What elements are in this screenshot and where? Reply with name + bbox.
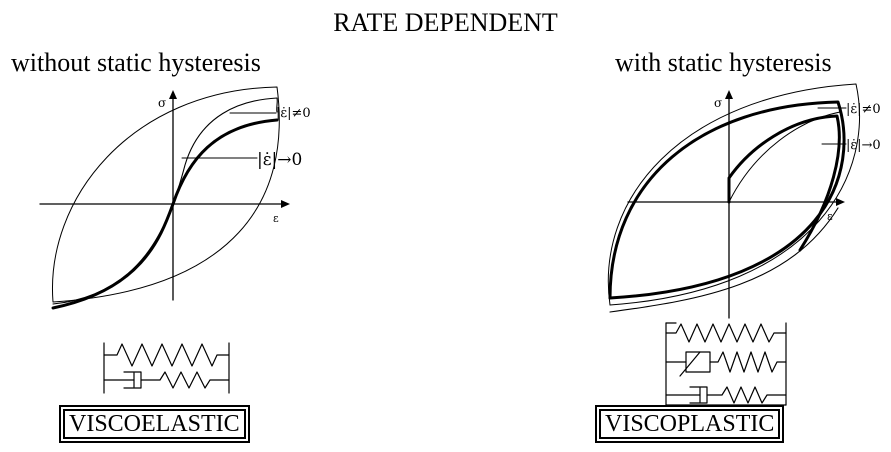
left-stress-arrowhead bbox=[169, 90, 177, 99]
right-stress-arrowhead bbox=[725, 90, 733, 99]
main-title: RATE DEPENDENT bbox=[333, 8, 558, 37]
right-axis-epsilon-label: ε bbox=[827, 210, 833, 223]
viscoplastic-label: VISCOPLASTIC bbox=[599, 409, 781, 439]
right-virgin-curve-thick bbox=[727, 114, 841, 252]
viscoplastic-label-box: VISCOPLASTIC bbox=[595, 405, 785, 443]
left-rate-zero-label: |ε̇|→0 bbox=[257, 150, 302, 170]
left-rate-loop bbox=[52, 97, 278, 305]
right-rate-zero-label: |ε̇|→0 bbox=[846, 138, 881, 153]
left-axis-epsilon-label: ε bbox=[273, 212, 279, 225]
left-strain-arrowhead bbox=[281, 200, 290, 208]
right-rate-loop bbox=[609, 207, 839, 313]
viscoelastic-label: VISCOELASTIC bbox=[63, 409, 246, 439]
viscoelastic-label-box: VISCOELASTIC bbox=[59, 405, 250, 443]
right-model-spring-top bbox=[665, 323, 787, 343]
right-virgin-curve-thin bbox=[728, 111, 841, 203]
left-rate-nonzero-label: |ε̇|≠0 bbox=[276, 106, 311, 121]
left-model-spring bbox=[103, 343, 230, 367]
left-model-spring-2 bbox=[140, 371, 230, 389]
right-strain-arrowhead bbox=[836, 198, 845, 206]
left-axis-sigma-label: σ bbox=[158, 96, 166, 110]
right-rheological-model bbox=[665, 322, 787, 406]
right-rate-nonzero-label: |ε̇|≠0 bbox=[846, 102, 881, 117]
left-static-curve bbox=[51, 118, 279, 310]
left-subtitle: without static hysteresis bbox=[11, 48, 261, 77]
right-outer-loop bbox=[607, 83, 860, 306]
right-static-loop bbox=[608, 100, 846, 300]
left-rheological-model bbox=[103, 342, 230, 394]
right-model-spring-middle bbox=[709, 351, 787, 373]
right-model-spring-bottom bbox=[706, 386, 787, 404]
right-subtitle: with static hysteresis bbox=[615, 48, 832, 77]
right-model-slider-diagonal bbox=[679, 351, 701, 377]
right-stress-strain-plot bbox=[607, 83, 860, 319]
right-axis-sigma-label: σ bbox=[714, 96, 722, 110]
left-stress-strain-plot bbox=[39, 86, 290, 310]
left-outer-loop bbox=[51, 86, 280, 303]
